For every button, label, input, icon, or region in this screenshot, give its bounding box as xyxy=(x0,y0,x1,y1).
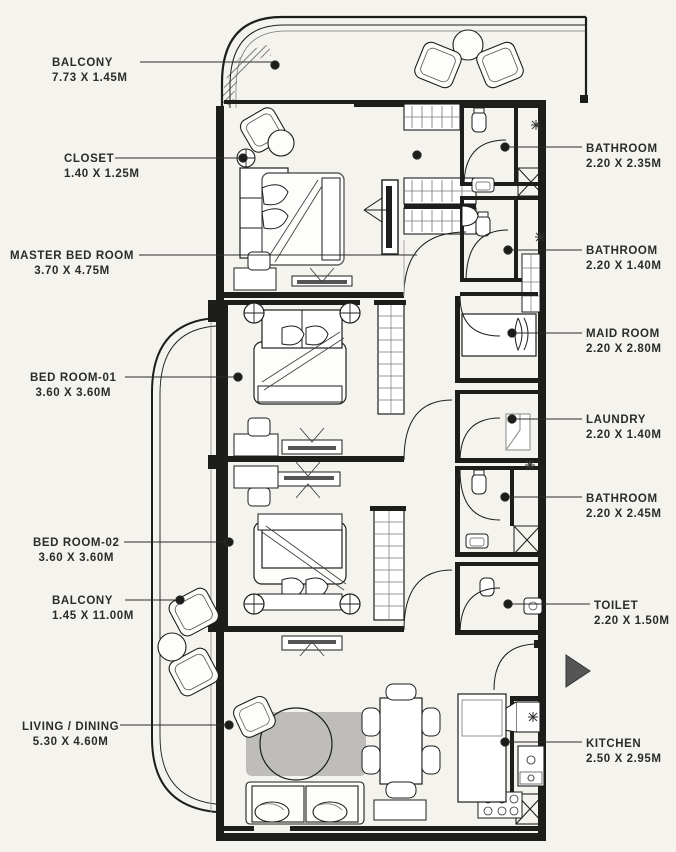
leader-dot-bed_room_01 xyxy=(233,372,243,382)
room-dimensions: 2.20 X 1.40M xyxy=(586,260,662,272)
room-name: LIVING / DINING xyxy=(22,721,120,733)
room-label-master_bed_room: MASTER BED ROOM 3.70 X 4.75M xyxy=(10,249,134,279)
room-label-living_dining: LIVING / DINING 5.30 X 4.60M xyxy=(22,720,119,750)
entry-direction-arrow xyxy=(565,654,591,688)
bathroom-3 xyxy=(455,460,541,557)
balcony-top-furniture xyxy=(414,29,524,89)
living-dining xyxy=(224,683,540,831)
room-label-bed_room_01: BED ROOM-01 3.60 X 3.60M xyxy=(30,371,116,401)
room-name: KITCHEN xyxy=(586,738,642,750)
room-dimensions: 2.20 X 2.35M xyxy=(586,158,662,170)
master-wardrobe xyxy=(363,103,477,255)
leader-dot-kitchen xyxy=(500,737,510,747)
maid-room xyxy=(455,292,538,383)
room-label-toilet: TOILET 2.20 X 1.50M xyxy=(594,599,670,629)
leader-dot-balcony_left xyxy=(175,595,185,605)
bedroom-02 xyxy=(224,461,453,657)
room-dimensions: 3.60 X 3.60M xyxy=(38,552,115,564)
room-name: BALCONY xyxy=(52,57,114,69)
toilet-room xyxy=(455,562,543,635)
kitchen xyxy=(457,693,545,825)
room-dimensions: 2.20 X 2.80M xyxy=(586,343,662,355)
leader-dot-bathroom_3 xyxy=(500,492,510,502)
leader-dot-laundry xyxy=(507,414,517,424)
room-dimensions: 2.20 X 1.50M xyxy=(594,615,670,627)
room-name: BED ROOM-01 xyxy=(30,372,117,384)
room-label-kitchen: KITCHEN 2.50 X 2.95M xyxy=(586,737,662,767)
room-label-balcony_top: BALCONY 7.73 X 1.45M xyxy=(52,56,128,86)
room-name: BATHROOM xyxy=(586,245,658,257)
leader-dot-bed_room_02 xyxy=(224,537,234,547)
bathroom-2 xyxy=(460,196,545,313)
room-name: TOILET xyxy=(594,600,639,612)
laundry-room xyxy=(455,390,538,463)
leader-dot-bathroom_2 xyxy=(503,245,513,255)
room-name: BED ROOM-02 xyxy=(33,537,120,549)
leader-dot-bathroom_1 xyxy=(500,142,510,152)
room-name: MASTER BED ROOM xyxy=(10,250,134,262)
leader-dot-master_bed_room xyxy=(412,150,422,160)
balcony-top-chair-near-closet xyxy=(239,107,295,157)
room-dimensions: 5.30 X 4.60M xyxy=(32,736,109,748)
leader-dot-living_dining xyxy=(224,720,234,730)
room-label-maid_room: MAID ROOM 2.20 X 2.80M xyxy=(586,327,662,357)
room-label-bed_room_02: BED ROOM-02 3.60 X 3.60M xyxy=(33,536,119,566)
room-dimensions: 3.60 X 3.60M xyxy=(35,387,112,399)
entrance-door xyxy=(493,640,591,691)
room-name: LAUNDRY xyxy=(586,414,646,426)
room-label-bathroom_2: BATHROOM 2.20 X 1.40M xyxy=(586,244,662,274)
room-label-closet: CLOSET 1.40 X 1.25M xyxy=(64,152,140,182)
room-label-laundry: LAUNDRY 2.20 X 1.40M xyxy=(586,413,662,443)
room-label-bathroom_3: BATHROOM 2.20 X 2.45M xyxy=(586,492,662,522)
room-label-bathroom_1: BATHROOM 2.20 X 2.35M xyxy=(586,142,662,172)
bathroom-1 xyxy=(460,104,545,197)
door-swing xyxy=(403,231,467,297)
leader-dot-toilet xyxy=(503,599,513,609)
room-label-balcony_left: BALCONY 1.45 X 11.00M xyxy=(52,594,134,624)
leader-line-balcony_top xyxy=(140,61,276,65)
balcony-armchair xyxy=(157,587,219,697)
room-name: MAID ROOM xyxy=(586,328,660,340)
room-dimensions: 2.20 X 1.40M xyxy=(586,429,662,441)
room-name: BATHROOM xyxy=(586,493,658,505)
room-name: BALCONY xyxy=(52,595,114,607)
leader-dot-balcony_top xyxy=(270,60,280,70)
room-name: BATHROOM xyxy=(586,143,658,155)
room-dimensions: 3.70 X 4.75M xyxy=(34,265,110,277)
leader-dot-closet xyxy=(238,153,248,163)
room-name: CLOSET xyxy=(64,153,115,165)
room-dimensions: 7.73 X 1.45M xyxy=(52,72,128,84)
room-dimensions: 1.40 X 1.25M xyxy=(64,168,140,180)
room-dimensions: 1.45 X 11.00M xyxy=(52,610,134,622)
wall-structure xyxy=(151,15,591,841)
room-dimensions: 2.50 X 2.95M xyxy=(586,753,662,765)
bedroom-01 xyxy=(224,300,453,462)
room-dimensions: 2.20 X 2.45M xyxy=(586,508,662,520)
label-leader-lines xyxy=(115,60,590,747)
balcony-left-outline xyxy=(151,300,217,813)
leader-dot-maid_room xyxy=(507,328,517,338)
master-bedroom xyxy=(224,148,404,298)
